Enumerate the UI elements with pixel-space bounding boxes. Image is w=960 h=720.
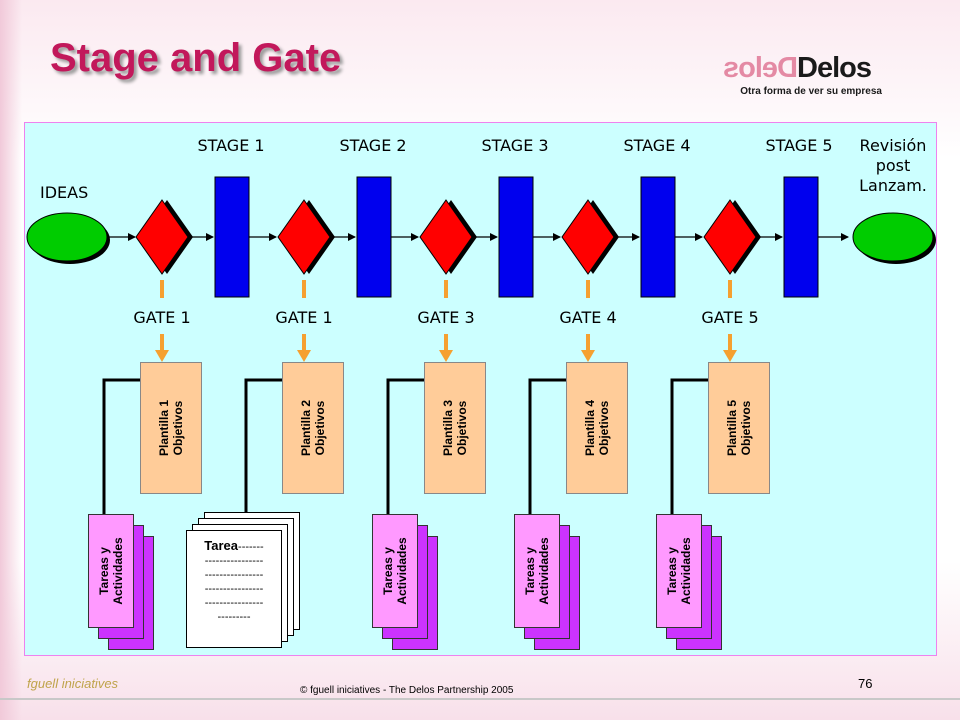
task-connectors <box>102 378 708 514</box>
task-doc-title: Tarea <box>204 538 239 553</box>
gate-2-label: GATE 1 <box>275 308 333 327</box>
template-4-line-1: Plantilla 4 <box>583 399 597 457</box>
task-doc-title-suffix: ------- <box>238 541 264 553</box>
launch-review-line-3: Lanzam. <box>859 176 927 195</box>
footer-copyright: © fguell iniciatives - The Delos Partner… <box>300 685 514 696</box>
tasks-1-line-1: Tareas y <box>97 547 111 595</box>
task-doc-line-1: ---------------- <box>204 555 264 567</box>
launch-review-oval <box>852 212 936 264</box>
tasks-3-line-2: Actividades <box>395 537 409 605</box>
stage-4-bar <box>640 176 676 298</box>
gate-1-label: GATE 1 <box>133 308 191 327</box>
template-1-line-2: Objetivos <box>171 400 185 456</box>
stage-1-label: STAGE 1 <box>197 136 265 155</box>
logo-main-text: Delos <box>797 52 872 84</box>
launch-review-label: Revisión post Lanzam. <box>859 136 927 196</box>
gate-1-diamond <box>135 199 193 275</box>
stage-4-label: STAGE 4 <box>623 136 691 155</box>
tasks-3-line-1: Tareas y <box>381 547 395 595</box>
tasks-5-line-2: Actividades <box>679 537 693 605</box>
footer-divider <box>0 698 960 700</box>
gate-4-diamond <box>561 199 619 275</box>
task-doc-title-line: Tarea------- <box>187 539 281 554</box>
left-accent-strip <box>0 0 22 720</box>
stage-3-label: STAGE 3 <box>481 136 549 155</box>
gate-5-diamond <box>703 199 761 275</box>
task-doc-line-2: ---------------- <box>204 569 264 581</box>
gate-connectors <box>155 280 737 362</box>
tasks-4-line-2: Actividades <box>537 537 551 605</box>
gate-2-diamond <box>277 199 335 275</box>
page-number: 76 <box>858 676 873 691</box>
template-5-line-2: Objetivos <box>739 400 753 456</box>
logo-tagline: Otra forma de ver su empresa <box>740 86 882 97</box>
stage-2-bar <box>356 176 392 298</box>
delos-logo: Delos Delos <box>724 52 884 96</box>
ideas-label: IDEAS <box>40 183 89 202</box>
gate-3-label: GATE 3 <box>417 308 475 327</box>
template-1-line-1: Plantilla 1 <box>157 399 171 457</box>
template-3-line-1: Plantilla 3 <box>441 399 455 457</box>
gate-3-diamond <box>419 199 477 275</box>
template-5-line-1: Plantilla 5 <box>725 399 739 457</box>
launch-review-line-1: Revisión <box>859 136 927 155</box>
gate-4-label: GATE 4 <box>559 308 617 327</box>
gate-5-label: GATE 5 <box>701 308 759 327</box>
template-4-line-2: Objetivos <box>597 400 611 456</box>
footer-brand-part-1: fguell <box>27 676 59 691</box>
footer-brand-part-2: iniciatives <box>58 676 119 691</box>
stage-3-bar <box>498 176 534 298</box>
stage-1-bar <box>214 176 250 298</box>
task-doc-line-5: --------- <box>217 611 251 623</box>
tasks-5-line-1: Tareas y <box>665 547 679 595</box>
tasks-4-line-1: Tareas y <box>523 547 537 595</box>
task-doc-content: Tarea------- ---------------- ----------… <box>187 531 281 624</box>
stage-5-label: STAGE 5 <box>765 136 833 155</box>
launch-review-line-2: post <box>875 156 911 175</box>
task-doc-line-4: ---------------- <box>204 597 264 609</box>
tasks-1-line-2: Actividades <box>111 537 125 605</box>
stage-2-label: STAGE 2 <box>339 136 407 155</box>
template-2-line-2: Objetivos <box>313 400 327 456</box>
template-3-line-2: Objetivos <box>455 400 469 456</box>
task-doc-line-3: ---------------- <box>204 583 264 595</box>
slide-title: Stage and Gate <box>50 36 342 80</box>
task-doc-card: Tarea------- ---------------- ----------… <box>186 530 282 648</box>
ideas-oval <box>26 212 110 264</box>
template-2-line-1: Plantilla 2 <box>299 399 313 457</box>
stage-5-bar <box>783 176 819 298</box>
footer-brand: fguell iniciatives <box>27 676 118 691</box>
